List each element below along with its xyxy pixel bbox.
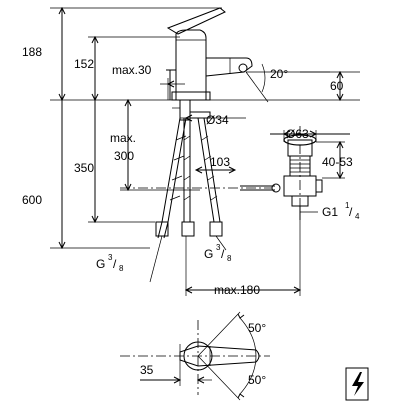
label-103: 103 (210, 155, 230, 169)
g1-leader (299, 206, 318, 220)
label-g1-num: 1 (345, 201, 350, 210)
supply-hoses (155, 117, 223, 239)
spout-angle-dimension (245, 63, 360, 103)
label-35: 35 (140, 363, 154, 377)
label-g1: G1 (322, 205, 338, 219)
label-600: 600 (22, 193, 42, 207)
label-152: 152 (74, 57, 94, 71)
label-angle-50-bottom: 50° (248, 373, 266, 387)
label-60: 60 (330, 79, 344, 93)
drain-assembly (283, 126, 323, 220)
label-g-left: G (96, 257, 105, 271)
max180-dimension (184, 220, 302, 296)
waste-rod (120, 183, 281, 193)
label-g-right-den: 8 (227, 254, 232, 263)
label-g-right-slash: / (221, 247, 225, 261)
label-g-right: G (204, 247, 213, 261)
label-40-53: 40-53 (322, 155, 353, 169)
lightning-bolt-icon (345, 367, 369, 401)
max30-dimension (160, 78, 185, 100)
dim-40-53 (316, 140, 345, 180)
max300-dimension (120, 98, 200, 192)
label-g1-slash: / (349, 205, 353, 219)
label-g1-den: 4 (355, 212, 360, 221)
label-dia63: Ø63 (286, 127, 309, 141)
top-view-faucet (120, 311, 270, 401)
label-dia34: Ø34 (206, 113, 229, 127)
label-max: max. (110, 131, 136, 145)
label-350: 350 (74, 161, 94, 175)
label-g-right-num: 3 (216, 243, 221, 252)
dim103 (194, 166, 237, 174)
label-g-left-num: 3 (108, 253, 113, 262)
label-max180: max.180 (214, 283, 260, 297)
label-max30: max.30 (112, 63, 152, 77)
label-300: 300 (114, 149, 134, 163)
label-angle-20: 20° (270, 67, 288, 81)
label-188: 188 (22, 45, 42, 59)
label-g-left-den: 8 (119, 264, 124, 273)
dia63-dimension (270, 130, 350, 142)
label-angle-50-top: 50° (248, 321, 266, 335)
faucet-body (166, 7, 253, 121)
g38-leaders (149, 235, 227, 283)
label-g-left-slash: / (113, 257, 117, 271)
